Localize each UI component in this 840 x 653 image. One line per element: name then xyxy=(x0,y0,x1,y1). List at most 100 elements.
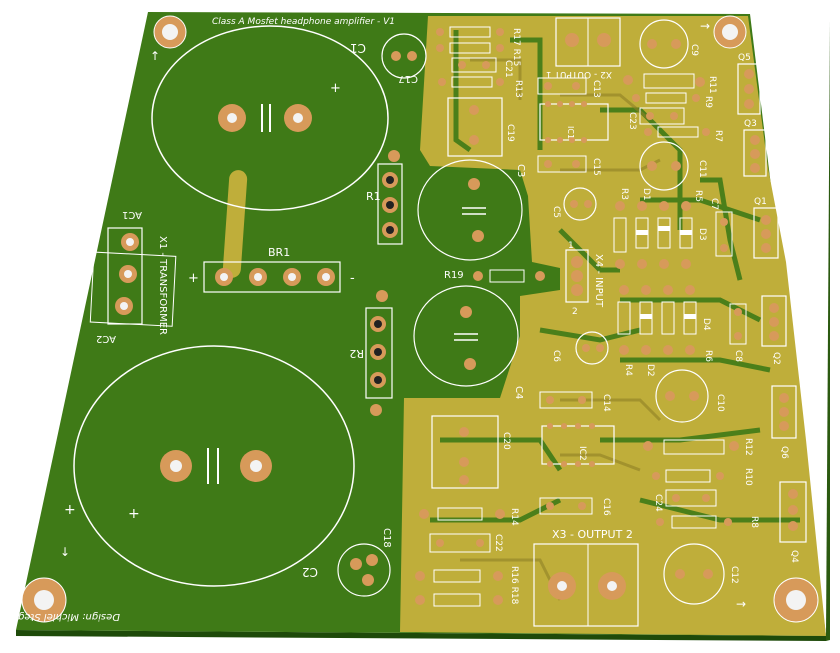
capacitor-c13 xyxy=(537,77,587,95)
mosfet-q4 xyxy=(779,481,807,543)
label-c11: C11 xyxy=(697,160,707,178)
resistor-r4 xyxy=(617,285,631,355)
copper-strip-br1 xyxy=(222,170,248,278)
capacitor-c8 xyxy=(729,303,747,345)
capacitor-c10 xyxy=(655,369,709,423)
label-q2: Q2 xyxy=(771,352,781,365)
bridge-br1 xyxy=(203,261,341,293)
label-r7: R7 xyxy=(713,130,723,142)
capacitor-c14 xyxy=(539,391,593,409)
label-c14: C14 xyxy=(601,394,611,412)
copper-pour-upper xyxy=(400,16,826,636)
mosfet-q2 xyxy=(761,295,787,347)
resistor-r15 xyxy=(436,26,504,38)
capacitor-c6 xyxy=(575,331,609,365)
label-br1-minus: - xyxy=(350,271,355,286)
capacitor-c19 xyxy=(447,97,503,157)
board-edge xyxy=(16,630,826,641)
resistor-r2 xyxy=(365,290,393,416)
label-c2: C2 xyxy=(302,565,318,579)
capacitor-c24 xyxy=(665,489,717,507)
label-q3: Q3 xyxy=(744,119,757,129)
arrow-up-icon: ↑ xyxy=(150,49,160,63)
label-q4: Q4 xyxy=(789,550,799,563)
capacitor-c20 xyxy=(431,415,499,489)
mosfet-q3 xyxy=(743,129,767,177)
capacitor-c17 xyxy=(381,33,427,79)
label-r16: R16 xyxy=(509,566,519,584)
diode-d4 xyxy=(661,285,697,355)
label-r15: R15 xyxy=(511,49,521,67)
label-x3: X3 - OUTPUT 2 xyxy=(552,528,633,541)
label-x4: X4 - INPUT xyxy=(593,254,604,308)
arrow-down-icon: ↓ xyxy=(60,545,70,559)
label-c21: C21 xyxy=(503,60,513,78)
label-r8: R8 xyxy=(749,516,759,528)
mosfet-q5 xyxy=(737,63,761,115)
label-c23: C23 xyxy=(627,112,637,130)
label-x4-pin2: 2 xyxy=(572,307,578,317)
resistor-r19 xyxy=(473,269,545,283)
ic-ic1 xyxy=(539,101,609,143)
label-r17: R17 xyxy=(511,28,521,46)
label-r1: R1 xyxy=(366,190,381,203)
connector-x3 xyxy=(533,543,639,627)
label-r17-r15: R17 R15 xyxy=(511,28,521,66)
label-c6: C6 xyxy=(551,350,561,362)
label-c2-plus: + xyxy=(128,506,140,522)
resistor-r7 xyxy=(644,126,710,138)
label-c2-plus2: + xyxy=(64,502,76,518)
capacitor-c11 xyxy=(639,141,689,191)
diode-d2 xyxy=(639,285,653,355)
label-c17: C17 xyxy=(398,73,418,84)
arrow-right-icon: → xyxy=(736,597,746,611)
capacitor-c2 xyxy=(73,345,355,587)
label-x4-pin1: 1 xyxy=(568,241,574,251)
label-q1: Q1 xyxy=(754,197,767,207)
capacitor-c12 xyxy=(663,543,725,605)
label-br1: BR1 xyxy=(268,246,290,259)
label-r18: R18 xyxy=(509,587,519,605)
label-c10: C10 xyxy=(715,394,725,412)
capacitor-c22 xyxy=(429,533,491,553)
label-c18: C18 xyxy=(381,528,392,548)
label-c15: C15 xyxy=(591,158,601,176)
mounting-hole-br xyxy=(773,577,819,623)
resistor-r1 xyxy=(377,150,403,245)
capacitor-c1 xyxy=(151,25,389,211)
label-c1-plus: + xyxy=(330,81,341,96)
diode-d1 xyxy=(635,201,649,269)
resistor-r11 xyxy=(623,73,705,89)
label-c5: C5 xyxy=(551,206,561,218)
label-r10: R10 xyxy=(743,468,753,486)
label-r11: R11 xyxy=(707,76,717,94)
label-r3: R3 xyxy=(619,188,629,200)
label-r9: R9 xyxy=(703,96,713,108)
board-designer: Design: Michiel Stegeman - Dec 2017 xyxy=(0,611,120,622)
capacitor-c15 xyxy=(537,155,587,173)
label-c8: C8 xyxy=(733,350,743,362)
label-ac1: AC1 xyxy=(122,209,142,220)
capacitor-c7 xyxy=(715,211,733,257)
label-q6: Q6 xyxy=(779,446,789,459)
capacitor-c16 xyxy=(539,497,593,515)
label-d3: D3 xyxy=(697,228,707,241)
ic-ic2 xyxy=(541,423,615,467)
resistor-r9 xyxy=(632,92,700,104)
label-r19: R19 xyxy=(444,270,464,281)
label-r6: R6 xyxy=(703,350,713,362)
board-edge-right xyxy=(826,20,830,641)
mounting-hole-bl xyxy=(21,577,67,623)
resistor-r8 xyxy=(656,515,732,529)
resistor-r12 xyxy=(643,439,739,455)
connector-x2 xyxy=(555,17,621,67)
capacitor-c23 xyxy=(639,107,685,125)
label-x2: X2 - OUTPUT 1 xyxy=(546,69,612,79)
label-r5: R5 xyxy=(693,190,703,202)
connector-x4 xyxy=(565,249,589,303)
label-c24: C24 xyxy=(653,494,663,512)
label-c9: C9 xyxy=(689,44,699,56)
label-x1: X1 - TRANSFORMER xyxy=(157,236,168,335)
